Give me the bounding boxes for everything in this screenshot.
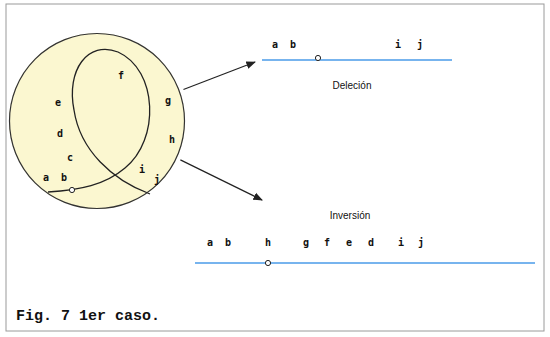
gene-letter: f: [118, 71, 124, 81]
gene-letter: h: [169, 135, 175, 145]
gene-letter: h: [265, 238, 271, 248]
figure-caption: Fig. 7 1er caso.: [16, 308, 160, 325]
gene-letter: b: [225, 238, 231, 248]
gene-letter: i: [395, 40, 401, 50]
gene-letter: e: [55, 98, 61, 108]
gene-letter: j: [417, 40, 423, 50]
gene-letter: a: [43, 173, 49, 183]
gene-letter: g: [165, 96, 171, 106]
centromere-dot: [265, 260, 270, 265]
inversion-band: Inversión a b h g f e d i j: [190, 200, 545, 275]
gene-letter: g: [303, 238, 309, 248]
cell-ground: [9, 33, 185, 209]
gene-letter: a: [272, 40, 278, 50]
result-label: Inversión: [330, 211, 371, 221]
cell-circle: f e g d h c i a b j: [9, 33, 185, 209]
gene-letter: j: [154, 175, 160, 185]
mutation-arrow: [180, 160, 262, 200]
gene-letter: d: [57, 129, 63, 139]
deletion-chromosome: [262, 59, 452, 61]
gene-letter: f: [324, 238, 330, 248]
gene-letter: b: [290, 40, 296, 50]
gene-letter: d: [368, 238, 374, 248]
gene-letter: a: [207, 238, 213, 248]
result-label: Deleción: [333, 81, 372, 91]
centromere-dot: [69, 187, 74, 192]
gene-letter: j: [418, 238, 424, 248]
centromere-dot: [315, 55, 320, 60]
gene-letter: b: [61, 173, 67, 183]
gene-letter: c: [67, 153, 73, 163]
gene-letter: i: [398, 238, 404, 248]
chromosome-loop: [48, 49, 150, 194]
figure-frame: [6, 4, 544, 331]
inversion-chromosome: [195, 262, 535, 264]
gene-letter: e: [346, 238, 352, 248]
mutation-arrow: [183, 62, 255, 90]
gene-letter: i: [139, 165, 145, 175]
deletion-band: a b i jDeleción: [255, 30, 455, 100]
